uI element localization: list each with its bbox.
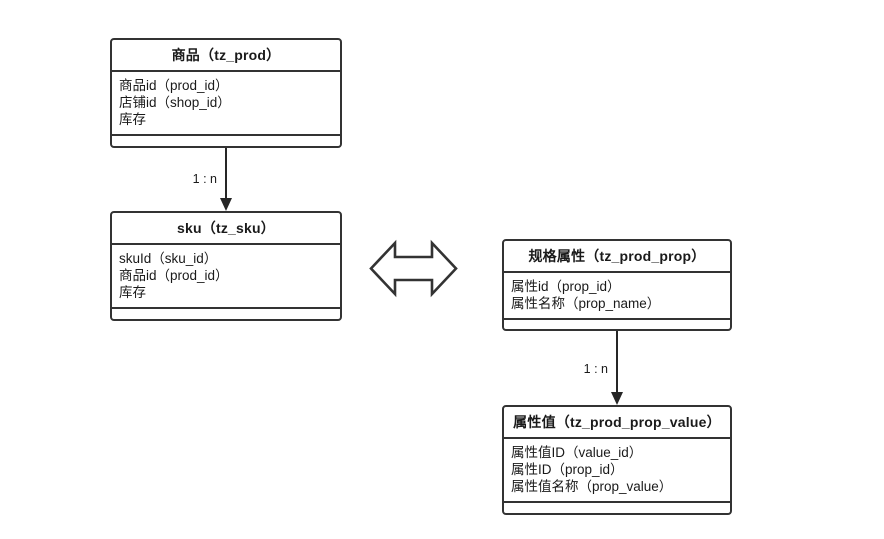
attribute-row: skuId（sku_id） xyxy=(119,251,218,266)
entity-footer-tz-prod-prop-value xyxy=(504,503,730,525)
attribute-row: 商品id（prod_id） xyxy=(119,268,229,283)
entity-box-tz-prod-prop-value[interactable]: 属性值（tz_prod_prop_value） 属性值ID（value_id） … xyxy=(502,405,732,515)
entity-box-tz-prod[interactable]: 商品（tz_prod） 商品id（prod_id） 店铺id（shop_id） … xyxy=(110,38,342,148)
entity-box-tz-prod-prop[interactable]: 规格属性（tz_prod_prop） 属性id（prop_id） 属性名称（pr… xyxy=(502,239,732,331)
arrowhead-down-icon xyxy=(611,392,623,405)
entity-title-tz-prod-prop: 规格属性（tz_prod_prop） xyxy=(504,241,730,273)
attribute-row: 商品id（prod_id） xyxy=(119,78,229,93)
entity-attributes-tz-sku: skuId（sku_id） 商品id（prod_id） 库存 xyxy=(112,245,340,309)
connector-line xyxy=(225,148,227,198)
entity-title-tz-prod-prop-value: 属性值（tz_prod_prop_value） xyxy=(504,407,730,439)
attribute-row: 属性ID（prop_id） xyxy=(511,462,624,477)
double-arrow-horizontal-icon xyxy=(369,237,458,300)
entity-attributes-tz-prod: 商品id（prod_id） 店铺id（shop_id） 库存 xyxy=(112,72,340,136)
attribute-row: 库存 xyxy=(119,112,146,127)
attribute-row: 属性名称（prop_name） xyxy=(511,296,661,311)
arrowhead-down-icon xyxy=(220,198,232,211)
attribute-row: 属性值名称（prop_value） xyxy=(511,479,673,494)
entity-title-tz-sku: sku（tz_sku） xyxy=(112,213,340,245)
cardinality-label: 1 : n xyxy=(192,172,217,186)
entity-box-tz-sku[interactable]: sku（tz_sku） skuId（sku_id） 商品id（prod_id） … xyxy=(110,211,342,321)
attribute-row: 库存 xyxy=(119,285,146,300)
attribute-row: 店铺id（shop_id） xyxy=(119,95,231,110)
entity-title-tz-prod: 商品（tz_prod） xyxy=(112,40,340,72)
connector-line xyxy=(616,331,618,392)
attribute-row: 属性值ID（value_id） xyxy=(511,445,643,460)
cardinality-label: 1 : n xyxy=(583,362,608,376)
attribute-row: 属性id（prop_id） xyxy=(511,279,621,294)
entity-attributes-tz-prod-prop-value: 属性值ID（value_id） 属性ID（prop_id） 属性值名称（prop… xyxy=(504,439,730,503)
entity-attributes-tz-prod-prop: 属性id（prop_id） 属性名称（prop_name） xyxy=(504,273,730,320)
entity-footer-tz-sku xyxy=(112,309,340,331)
